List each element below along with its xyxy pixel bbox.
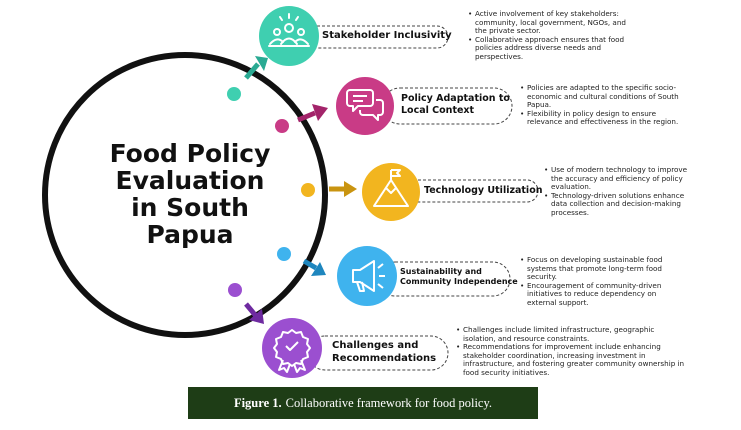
bullets-policy-adaptation: Policies are adapted to the specific soc… bbox=[520, 83, 680, 127]
item-label-challenges: Challenges and Recommendations bbox=[332, 339, 436, 365]
figure-caption-prefix: Figure 1. bbox=[233, 395, 282, 410]
bullet-item: Focus on developing sustainable food sys… bbox=[520, 255, 680, 282]
item-label-line: Community Independence bbox=[400, 277, 518, 286]
arrow-5 bbox=[244, 302, 264, 324]
bullet-item: Flexibility in policy design to ensure r… bbox=[520, 109, 680, 127]
item-label-line: Local Context bbox=[401, 104, 475, 116]
megaphone-icon-bg bbox=[337, 246, 397, 306]
main-title-line: in South bbox=[131, 193, 249, 222]
item-label-line: Stakeholder Inclusivity bbox=[322, 30, 452, 41]
item-label-line: Technology Utilization bbox=[424, 185, 543, 196]
figure-caption-text: Collaborative framework for food policy. bbox=[285, 395, 493, 410]
ring-dot-3 bbox=[301, 183, 315, 197]
award-badge-icon bbox=[273, 329, 311, 373]
item-label-line: Challenges and bbox=[332, 340, 419, 351]
main-title-line: Papua bbox=[146, 220, 234, 249]
item-label-line: Recommendations bbox=[332, 353, 437, 364]
bullet-item: Active involvement of key stakeholders: … bbox=[468, 9, 632, 36]
ring-dot-2 bbox=[275, 119, 289, 133]
bullets-sustainability: Focus on developing sustainable food sys… bbox=[520, 255, 680, 308]
bullet-item: Recommendations for improvement include … bbox=[456, 342, 688, 377]
main-ring bbox=[42, 52, 328, 338]
bullet-item: Use of modern technology to improve the … bbox=[544, 165, 694, 192]
item-label-line: Policy Adaptation to bbox=[401, 93, 510, 104]
chat-bubbles-icon bbox=[346, 89, 384, 121]
bullet-item: Technology-driven solutions enhance data… bbox=[544, 191, 694, 218]
item-label-sustainability: Sustainability and Community Independenc… bbox=[400, 267, 518, 287]
bullets-technology-utilization: Use of modern technology to improve the … bbox=[544, 165, 694, 218]
ring-dot-5 bbox=[228, 283, 242, 297]
main-title-line: Evaluation bbox=[115, 166, 265, 195]
item-label-technology-utilization: Technology Utilization bbox=[424, 185, 542, 197]
ring-dot-1 bbox=[227, 87, 241, 101]
bullet-item: Collaborative approach ensures that food… bbox=[468, 35, 632, 62]
bullet-item: Challenges include limited infrastructur… bbox=[456, 325, 688, 343]
arrow-3 bbox=[329, 181, 357, 197]
bullets-stakeholder-inclusivity: Active involvement of key stakeholders: … bbox=[468, 9, 632, 62]
bullet-item: Policies are adapted to the specific soc… bbox=[520, 83, 680, 110]
main-title-line: Food Policy bbox=[109, 139, 271, 168]
item-label-policy-adaptation: Policy Adaptation to Local Context bbox=[401, 93, 510, 116]
arrow-1 bbox=[244, 56, 268, 80]
people-group-icon-bg bbox=[259, 6, 319, 66]
megaphone-icon bbox=[352, 260, 385, 292]
bullets-challenges: Challenges include limited infrastructur… bbox=[456, 325, 688, 378]
main-title: Food Policy Evaluation in South Papua bbox=[95, 140, 285, 248]
item-label-line: Sustainability and bbox=[400, 267, 482, 276]
bullet-item: Encouragement of community-driven initia… bbox=[520, 281, 680, 308]
item-label-stakeholder-inclusivity: Stakeholder Inclusivity bbox=[322, 30, 452, 42]
label-box-3 bbox=[401, 179, 539, 203]
arrow-4 bbox=[302, 258, 326, 276]
people-group-icon bbox=[268, 13, 310, 47]
mountain-flag-icon bbox=[373, 169, 409, 207]
figure-caption: Figure 1. Collaborative framework for fo… bbox=[188, 387, 538, 419]
arrow-2 bbox=[297, 104, 328, 123]
ring-dot-4 bbox=[277, 247, 291, 261]
